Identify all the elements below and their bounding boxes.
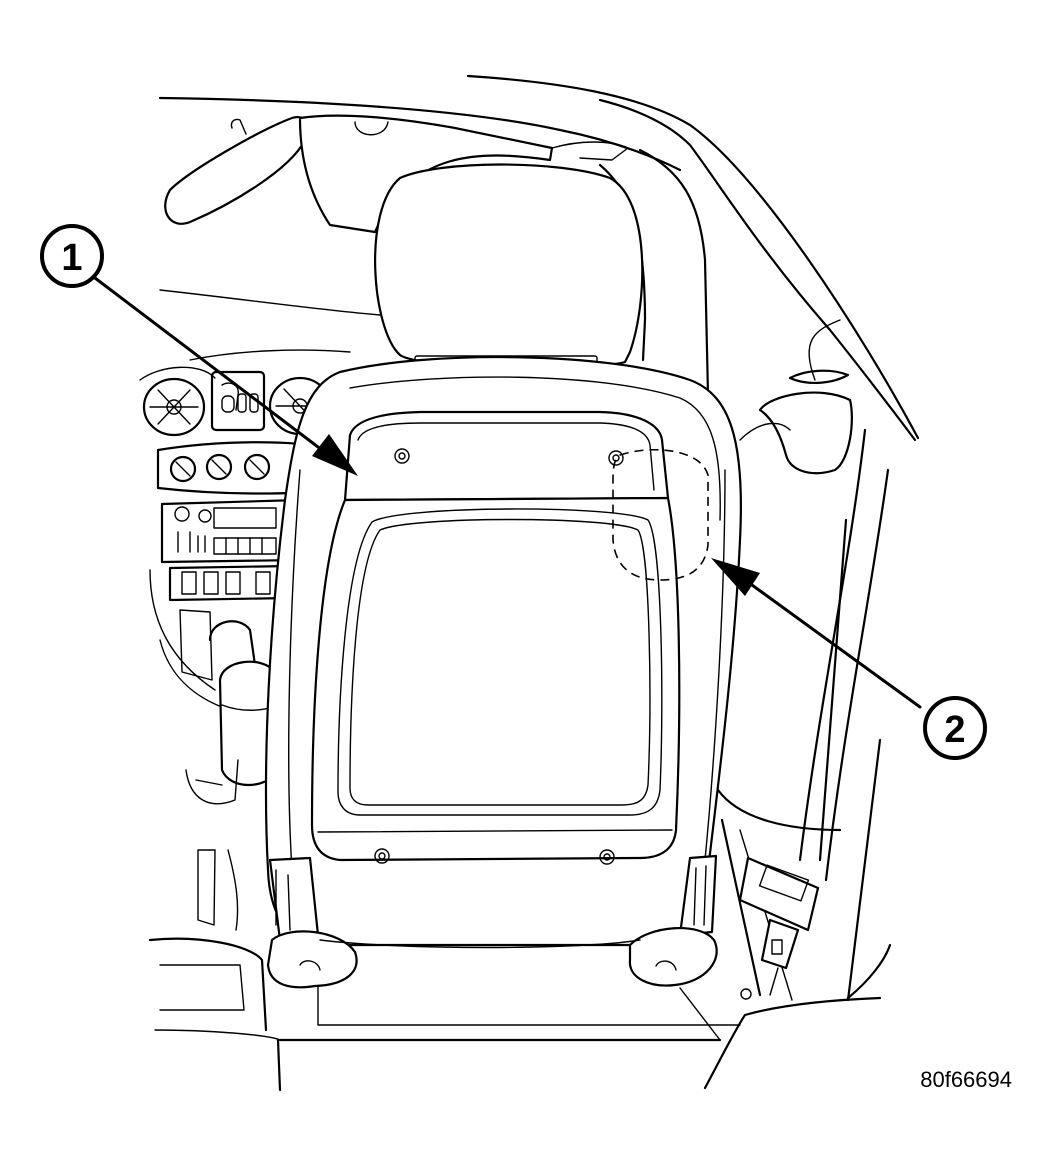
- hidden-latch-outline: [612, 448, 709, 581]
- callout-1-arrowhead: [312, 434, 358, 476]
- headrest: [374, 163, 644, 369]
- callout-arrows: [93, 276, 922, 709]
- front-seat: [264, 163, 743, 989]
- callout-2-arrowhead: [711, 558, 760, 596]
- seat-back-upper-panel: [343, 410, 670, 502]
- left-seat-foot: [266, 930, 358, 989]
- right-seat-foot: [628, 926, 718, 987]
- figure-id: 80f66694: [920, 1067, 1012, 1092]
- seat-back-panel: [310, 496, 681, 862]
- callout-1-label: 1: [61, 237, 82, 279]
- vehicle-interior: [139, 74, 920, 1092]
- callout-2: 2: [923, 696, 987, 760]
- callout-2-label: 2: [944, 709, 965, 751]
- callout-1: 1: [40, 224, 104, 288]
